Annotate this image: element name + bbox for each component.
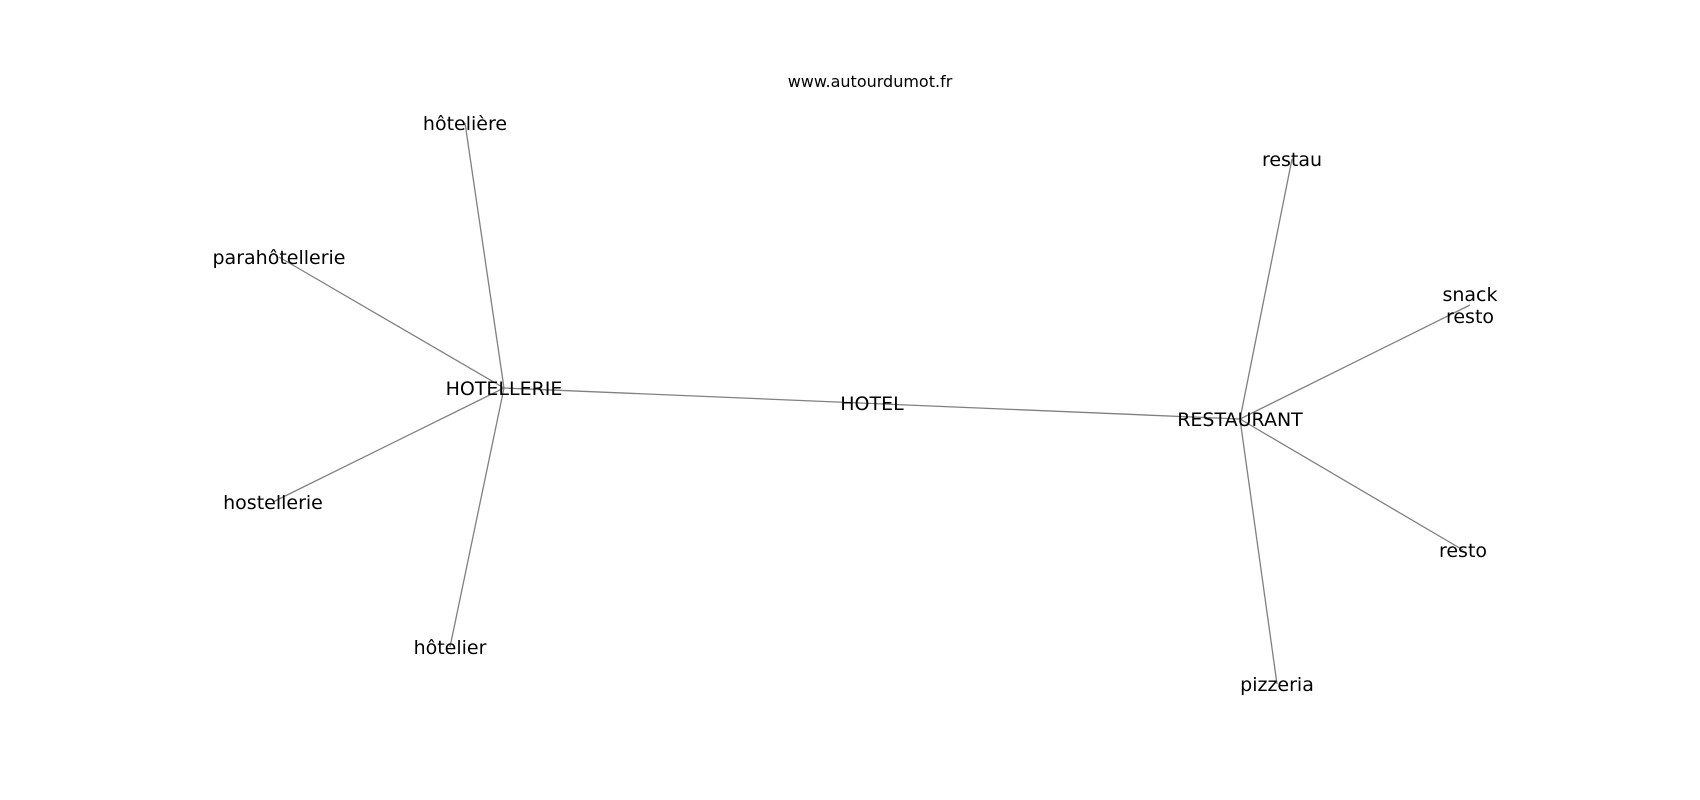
node-pizzeria: pizzeria — [1240, 674, 1314, 696]
edge-hotellerie-hoteliere — [464, 122, 505, 389]
edge-restaurant-pizzeria — [1239, 418, 1278, 685]
edges-layer — [272, 122, 1471, 685]
edge-restaurant-resto — [1239, 418, 1464, 551]
edge-hotellerie-hotelier — [449, 387, 505, 648]
nodes-layer: HOTEL HOTELLERIE RESTAURANT hôtelière parahô… — [213, 113, 1498, 696]
node-restau: restau — [1262, 149, 1322, 171]
node-hotellerie: HOTELLERIE — [446, 378, 563, 400]
node-hostellerie: hostellerie — [223, 492, 323, 514]
watermark-text: www.autourdumot.fr — [788, 72, 953, 91]
node-restaurant: RESTAURANT — [1177, 409, 1303, 431]
edge-restaurant-snack-resto — [1239, 304, 1471, 420]
edge-hotellerie-restaurant — [503, 387, 1241, 420]
node-resto: resto — [1439, 540, 1487, 562]
node-hoteliere: hôtelière — [423, 113, 507, 135]
edge-hotellerie-parahotellerie — [278, 256, 505, 389]
node-parahotellerie: parahôtellerie — [213, 247, 346, 269]
edge-restaurant-restau — [1239, 158, 1293, 420]
node-hotel: HOTEL — [840, 393, 904, 415]
node-hotelier: hôtelier — [414, 637, 487, 659]
edge-hotellerie-hostellerie — [272, 387, 505, 503]
